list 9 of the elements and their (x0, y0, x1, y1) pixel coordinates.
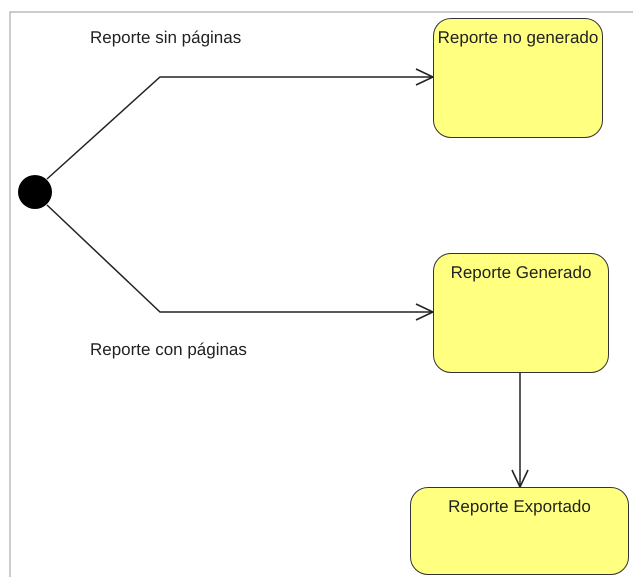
transition-arrow (46, 68, 434, 180)
transition-arrow (46, 204, 434, 321)
transition-arrow (511, 373, 529, 488)
state-box: Reporte no generado (433, 18, 603, 138)
state-box: Reporte Exportado (410, 487, 629, 575)
state-box: Reporte Generado (433, 253, 609, 373)
edge-label: Reporte sin páginas (88, 28, 244, 48)
initial-state-circle (18, 175, 52, 209)
edge-label: Reporte con páginas (88, 340, 249, 360)
